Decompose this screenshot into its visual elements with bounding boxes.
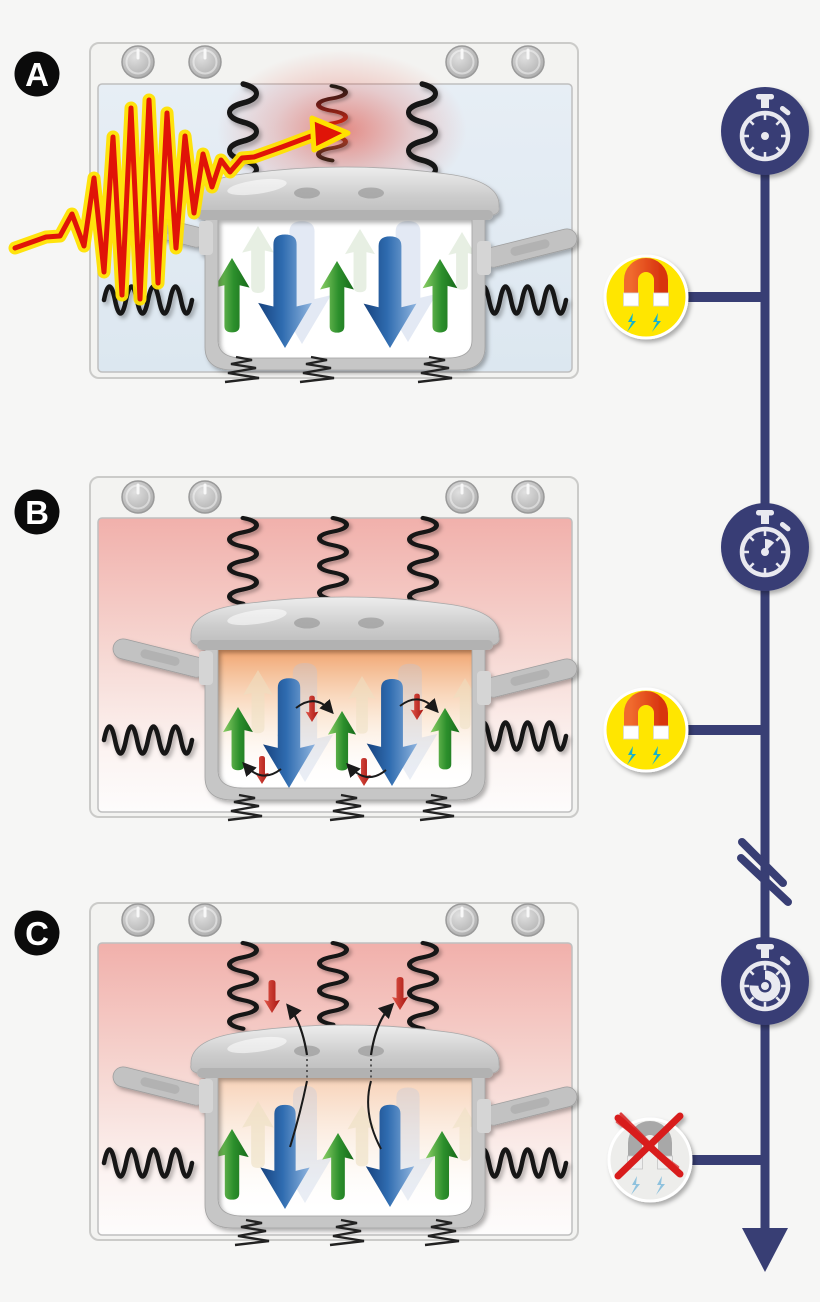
timeline-break-icon [737, 838, 792, 906]
laser-pulse-icon [8, 93, 351, 306]
stove-knob-icon [120, 44, 156, 80]
panel-label-badge [14, 910, 60, 956]
exchange-arrow-icon [346, 762, 387, 778]
timeline-arrowhead-icon [742, 1228, 788, 1272]
magnet-badge-off [607, 1114, 693, 1203]
timeline [603, 60, 820, 1272]
stove-knob-icon [444, 44, 480, 80]
stove-knob-icon [120, 479, 156, 515]
panel-a: A [8, 42, 580, 384]
exchange-arrow-icon [399, 698, 439, 714]
exchange-arrow-icon [242, 761, 282, 777]
stove-knob-icon [444, 902, 480, 938]
panel-label: A [25, 56, 49, 93]
stove-knob-icon [510, 902, 546, 938]
panel-label-badge [14, 51, 60, 97]
stopwatch-icon [721, 937, 809, 1025]
stove-knob-icon [187, 902, 223, 938]
stove-knob-icon [187, 479, 223, 515]
panel-label: B [25, 494, 49, 531]
stove-knob-icon [187, 44, 223, 80]
elapsed-arc [749, 970, 781, 1002]
escape-path [367, 1080, 382, 1150]
escape-arrow-icon [286, 1003, 309, 1056]
escaping-spins [264, 977, 408, 1150]
panel-label-badge [14, 489, 60, 535]
stopwatch-icon [721, 87, 809, 175]
stove-knob-icon [120, 902, 156, 938]
escape-arrow-icon [369, 1002, 395, 1056]
stopwatch-icon [721, 503, 809, 591]
panel-label: C [25, 915, 49, 952]
spin-arrows [223, 662, 478, 788]
panel-c: C [14, 902, 580, 1247]
stove-knob-icon [510, 44, 546, 80]
escape-path [289, 1080, 308, 1148]
exchange-arrow-icon [295, 699, 334, 715]
magnet-badge-on [603, 687, 689, 773]
magnet-badge-on [603, 254, 689, 340]
stove-knob-icon [510, 479, 546, 515]
panel-b: B [14, 476, 580, 822]
spin-flip-arrows [242, 698, 439, 778]
stove-knob-icon [444, 479, 480, 515]
elapsed-wedge [765, 539, 775, 552]
